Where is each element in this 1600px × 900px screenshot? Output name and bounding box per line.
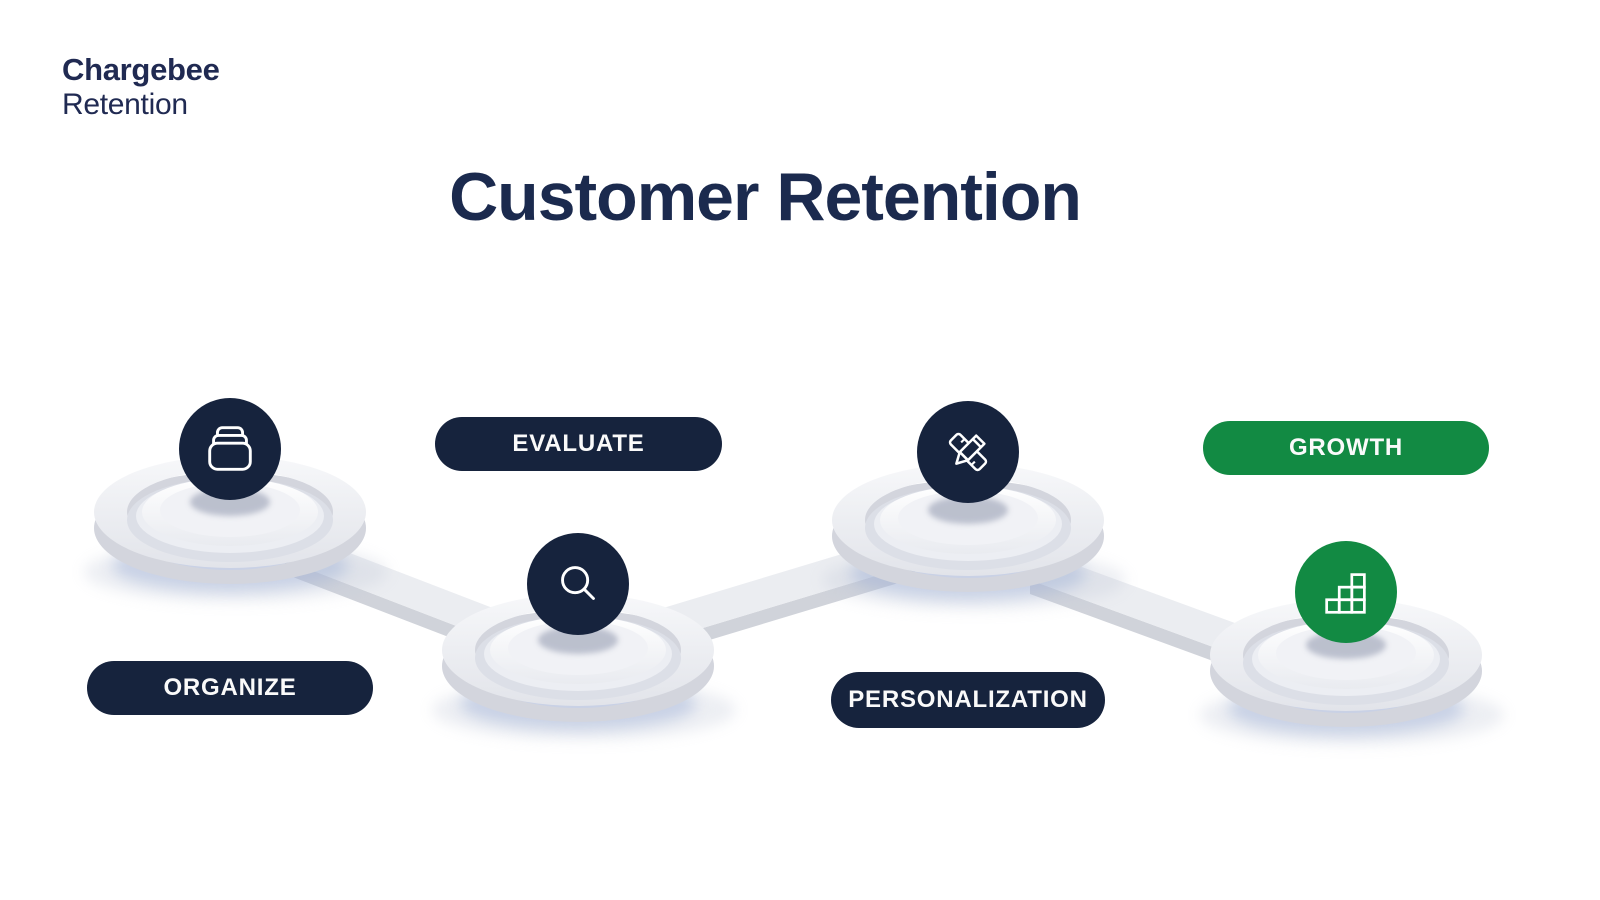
personalization-badge <box>917 401 1019 503</box>
label-pill-evaluate: EVALUATE <box>435 417 722 471</box>
label-pill-growth: GROWTH <box>1203 421 1489 475</box>
stair-growth-icon <box>1325 573 1366 614</box>
pencil-ruler-icon <box>948 432 988 472</box>
search-icon <box>561 566 595 600</box>
logo-brand: Chargebee <box>62 52 220 87</box>
chargebee-retention-logo: Chargebee Retention <box>62 52 220 122</box>
logo-product: Retention <box>62 88 188 121</box>
evaluate-badge <box>527 533 629 635</box>
label-pill-personalization: PERSONALIZATION <box>831 672 1105 728</box>
growth-badge <box>1295 541 1397 643</box>
page-title: Customer Retention <box>449 159 1082 235</box>
label-pill-organize: ORGANIZE <box>87 661 373 715</box>
organize-badge <box>179 398 281 500</box>
archive-stack-icon <box>208 426 252 471</box>
